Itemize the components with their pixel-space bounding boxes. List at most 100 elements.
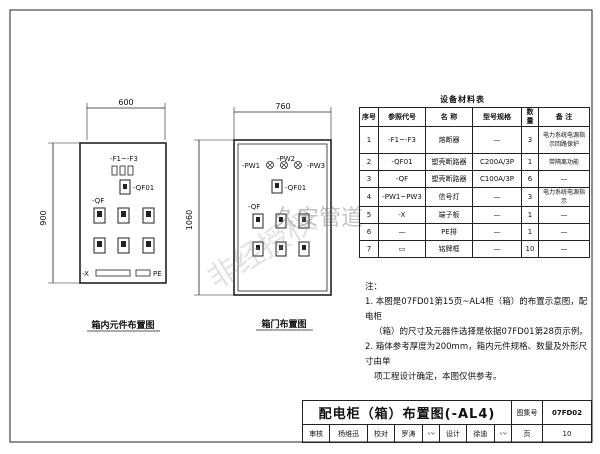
right-box-drawing: 760 1060 -PW2 -PW1 -PW3 -QF [185,102,332,331]
left-box-frame [79,142,167,284]
breaker-qf-5 [117,237,130,254]
table-cell: -F1~-F3 [378,126,426,154]
left-box-drawing: 600 900 -F1~-F3 -QF01 -QF -X [39,98,167,332]
table-cell: 3 [521,187,539,207]
table-cell: C100A/3P [472,170,522,188]
table-row: 1 -F1~-F3 熔断器 — 3 电力系统电源指示回路保护 [359,126,590,154]
equipment-table: 序号 参照代号 名 称 型号规格 数量 备 注 1 -F1~-F3 熔断器 — … [359,107,590,258]
note-line: 2. 箱体参考厚度为200mm，箱内元件规格、数量及外形尺寸由单 [365,342,588,367]
table-cell: — [472,187,522,207]
table-cell: — [538,240,590,258]
table-cell: ▭ [378,240,426,258]
table-cell: C200A/3P [472,153,522,171]
table-row: 7 ▭ 铭牌框 — 10 — [359,240,590,258]
right-qf-label: -QF [248,203,260,211]
table-cell: — [378,223,426,241]
atlas-label: 图集号 [511,400,543,425]
terminal-strip [95,269,131,277]
left-height-dim: 900 [39,210,48,225]
table-cell: PE排 [425,223,473,241]
table-cell: 铭牌框 [425,240,473,258]
table-cell: 1 [521,206,539,224]
right-width-dim: 760 [275,102,290,111]
fuse-f1 [111,165,118,176]
table-row: 3 -QF 塑壳断路器 C100A/3P 6 — [359,170,590,188]
left-pe-label: PE [153,270,162,278]
note-line: （箱）的尺寸及元器件选择是依据07FD01第28页示例。 [374,327,588,337]
right-box-frame [233,139,332,296]
sheet-border [9,9,593,443]
table-cell: — [472,223,522,241]
breaker-qf-6 [142,237,155,254]
right-qf01-label: -QF01 [285,184,306,192]
breaker-qf01 [119,179,131,195]
fuse-f3 [127,165,134,176]
atlas-number: 07FD02 [542,400,592,425]
pe-bar [135,269,151,277]
table-cell: 3 [359,170,379,188]
table-cell: 塑壳断路器 [425,170,473,188]
table-cell: 塑壳断路器 [425,153,473,171]
table-cell: 4 [359,187,379,207]
check-label: 校对 [366,424,396,443]
door-qf01 [271,179,283,194]
lamp-pw1 [266,161,274,169]
table-cell: 带隔离功能 [538,153,590,171]
col-header: 数量 [521,107,539,127]
drawing-title: 配电柜（箱）布置图(-AL4) [302,400,512,425]
left-qf-label: -QF [92,197,104,205]
table-cell: 电力系统电源指示回路保护 [538,126,590,154]
title-block: 配电柜（箱）布置图(-AL4) 图集号 07FD02 审核 杨维迅 校对 罗涛 … [301,400,592,443]
table-cell: 熔断器 [425,126,473,154]
door-qf-3 [298,213,310,229]
table-cell: -PW1~PW3 [378,187,426,207]
table-cell: 6 [521,170,539,188]
lamp-pw1-label: -PW1 [242,162,260,170]
table-cell: — [538,170,590,188]
col-header: 名 称 [425,107,473,127]
lamp-pw3-label: -PW3 [307,162,325,170]
table-row: 4 -PW1~PW3 信号灯 — 3 电力系统电源指示 [359,187,590,207]
table-row: 6 — PE排 — 1 — [359,223,590,241]
left-qf01-label: -QF01 [133,184,154,192]
design-name: 徐迪 [466,424,495,443]
design-label: 设计 [438,424,468,443]
left-fuse-label: -F1~-F3 [110,155,138,163]
table-header-row: 序号 参照代号 名 称 型号规格 数量 备 注 [359,107,590,127]
door-qf-6 [298,241,310,257]
door-qf-2 [275,213,287,229]
table-row: 5 -X 端子板 — 1 — [359,206,590,224]
breaker-qf-2 [117,207,130,224]
left-x-label: -X [82,270,89,278]
table-cell: — [472,240,522,258]
page-number: 10 [542,424,592,443]
col-header: 备 注 [538,107,590,127]
door-qf-1 [252,213,264,229]
right-height-dim: 1060 [185,210,194,230]
note-line: 1. 本图是07FD01第15页~AL4柜（箱）的布置示意图，配电柜 [365,297,588,322]
table-cell: 10 [521,240,539,258]
table-title: 设备材料表 [440,95,485,104]
table-cell: — [472,206,522,224]
table-cell: 电力系统电源指示 [538,187,590,207]
table-cell: -X [378,206,426,224]
table-cell: 1 [359,126,379,154]
table-cell: 7 [359,240,379,258]
table-cell: 3 [521,126,539,154]
table-cell: 2 [359,153,379,171]
door-qf-4 [252,241,264,257]
note-line: 项工程设计确定，本图仅供参考。 [374,372,502,382]
notes-block: 注： 1. 本图是07FD01第15页~AL4柜（箱）的布置示意图，配电柜 （箱… [365,280,590,385]
table-row: 2 -QF01 塑壳断路器 C200A/3P 1 带隔离功能 [359,153,590,171]
watermark-2: 久安管道 [275,206,364,231]
table-cell: — [538,223,590,241]
notes-heading: 注： [365,282,383,292]
lamp-pw2 [280,161,288,169]
table-cell: 5 [359,206,379,224]
breaker-qf-1 [93,207,106,224]
table-cell: -QF01 [378,153,426,171]
page-label: 页 [511,424,543,443]
col-header: 参照代号 [378,107,426,127]
review-label: 审核 [301,424,331,443]
